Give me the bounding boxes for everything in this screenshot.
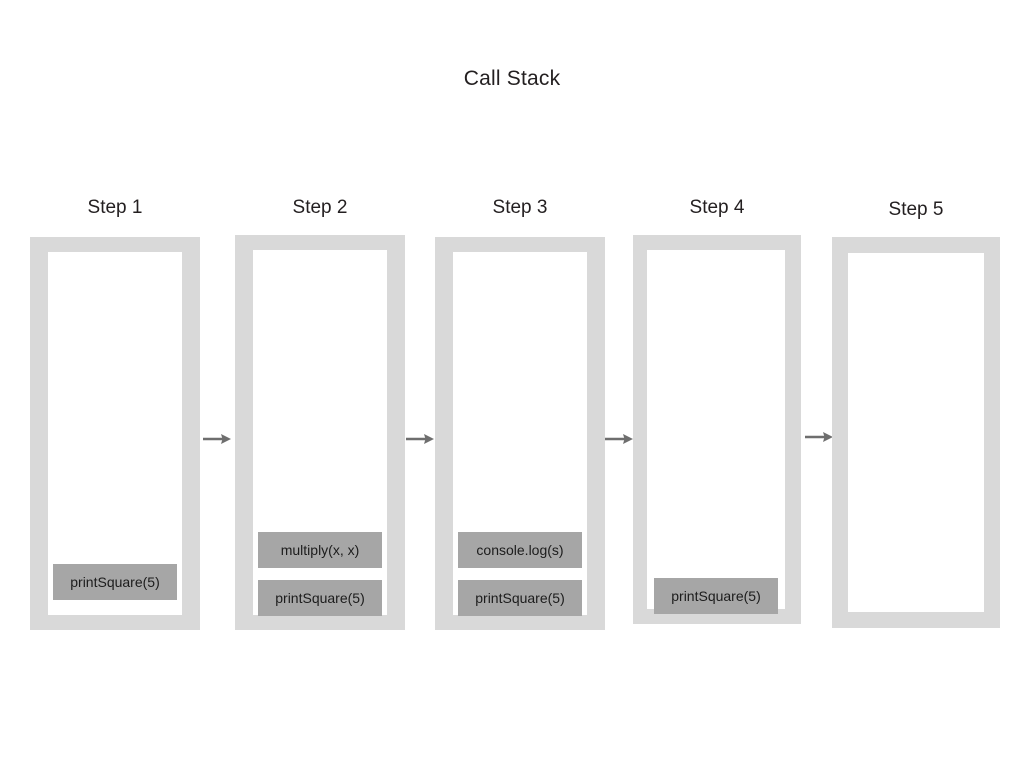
call-stack-interior-5 xyxy=(848,253,984,612)
call-stack-interior-3: console.log(s) printSquare(5) xyxy=(453,252,587,616)
page-title: Call Stack xyxy=(463,67,561,90)
call-stack-interior-2: multiply(x, x) printSquare(5) xyxy=(253,250,387,616)
step-label-2: Step 2 xyxy=(292,197,348,218)
stack-item: printSquare(5) xyxy=(654,578,778,614)
flow-arrow-4-to-5 xyxy=(801,424,837,450)
step-label-5: Step 5 xyxy=(888,199,944,220)
flow-arrow-1-to-2 xyxy=(199,426,235,452)
stack-item: multiply(x, x) xyxy=(258,532,382,568)
flow-arrow-2-to-3 xyxy=(402,426,438,452)
step-label-1: Step 1 xyxy=(87,197,143,218)
call-stack-interior-4: printSquare(5) xyxy=(647,250,785,614)
stack-item: console.log(s) xyxy=(458,532,582,568)
stack-item: printSquare(5) xyxy=(258,580,382,616)
step-label-4: Step 4 xyxy=(689,197,745,218)
call-stack-frame-3: console.log(s) printSquare(5) xyxy=(435,237,605,630)
call-stack-frame-5 xyxy=(832,237,1000,628)
call-stack-frame-4: printSquare(5) xyxy=(633,235,801,624)
step-label-3: Step 3 xyxy=(492,197,548,218)
flow-arrow-3-to-4 xyxy=(601,426,637,452)
call-stack-frame-2: multiply(x, x) printSquare(5) xyxy=(235,235,405,630)
stack-item: printSquare(5) xyxy=(53,564,177,600)
call-stack-frame-1: printSquare(5) xyxy=(30,237,200,630)
call-stack-interior-1: printSquare(5) xyxy=(48,252,182,615)
stack-item: printSquare(5) xyxy=(458,580,582,616)
